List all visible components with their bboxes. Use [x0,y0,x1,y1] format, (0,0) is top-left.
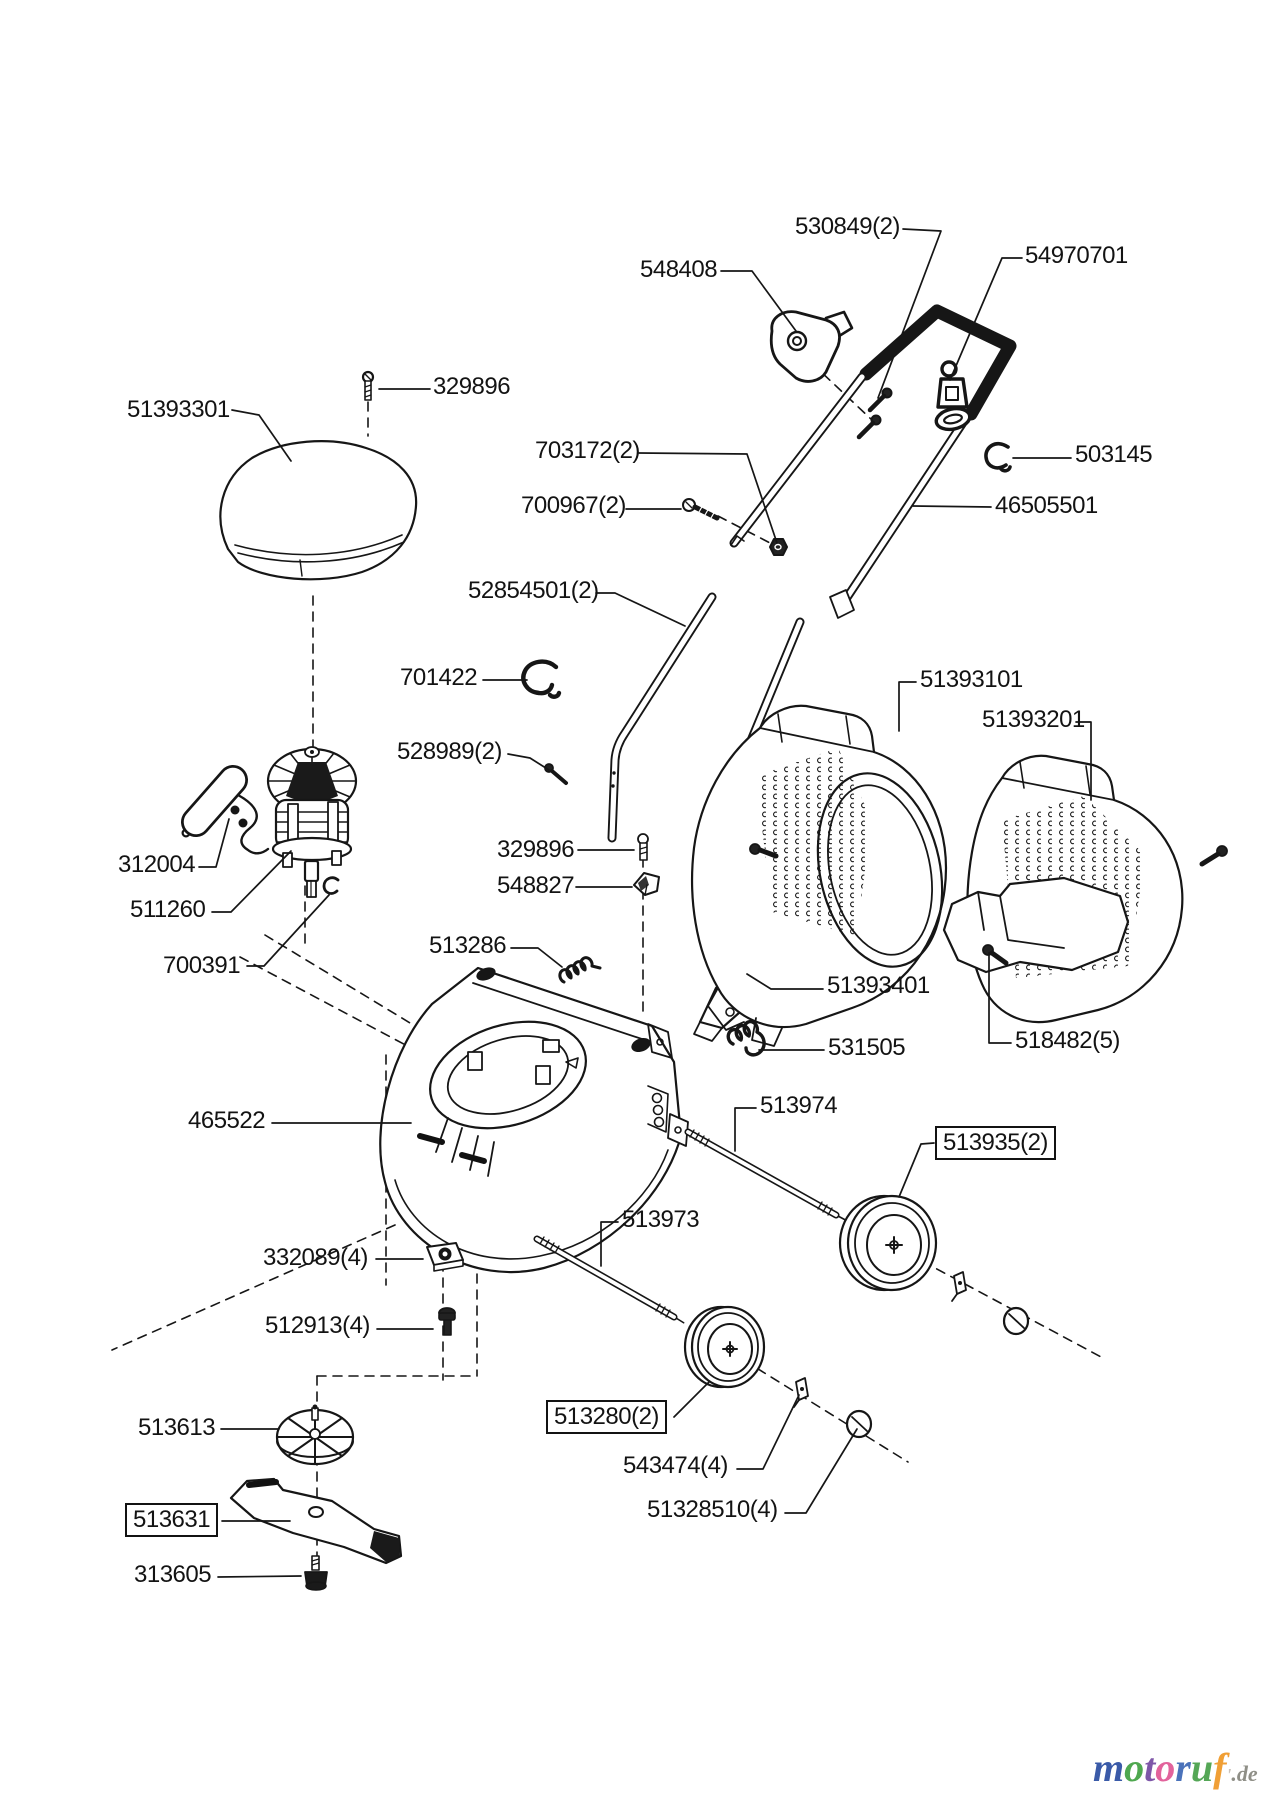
screw-700967-drawing [682,498,720,521]
watermark-letter: u [1190,1745,1214,1790]
part-label-512913: 512913(4) [265,1312,370,1339]
screw-329896-top-drawing [361,370,375,401]
part-label-528989: 528989(2) [397,738,502,765]
handle-clamp-drawing [769,310,854,383]
part-label-543474: 543474(4) [623,1452,728,1479]
part-label-548408: 548408 [640,256,718,283]
part-label-513935: 513935(2) [935,1126,1056,1160]
left-wheel-drawing [683,1305,766,1389]
motoruf-watermark: motoruf'.de [1093,1748,1258,1788]
clip-700391-drawing [322,876,340,895]
part-label-51393201: 51393201 [982,706,1085,733]
square-nut-drawing [426,1242,464,1272]
clip-701422-drawing [521,659,562,699]
part-label-531505: 531505 [828,1034,906,1061]
part-label-51393401: 51393401 [827,972,930,999]
part-label-54970701: 54970701 [1025,242,1128,269]
part-label-51328510: 51328510(4) [647,1496,778,1523]
motor-drawing [266,746,358,898]
screw-329896-mid-drawing [637,833,649,861]
axle-513973-drawing [533,1235,678,1321]
watermark-letter: o [1155,1745,1176,1790]
part-label-513631: 513631 [125,1503,219,1537]
part-label-329896-top: 329896 [433,373,511,400]
hub-caps-drawing [845,1306,1030,1439]
leader-lines [198,228,1092,1578]
upper-handle-drawing [729,304,1017,619]
c-clip-503145-drawing [984,441,1012,473]
part-label-51393301: 51393301 [127,396,230,423]
part-label-513280: 513280(2) [546,1400,667,1434]
part-label-51393101: 51393101 [920,666,1023,693]
part-label-503145: 503145 [1075,441,1153,468]
part-label-513974: 513974 [760,1092,838,1119]
nut-703172-drawing [769,538,788,556]
part-label-465522: 465522 [188,1107,266,1134]
part-label-700391: 700391 [163,952,241,979]
spring-513286-drawing [558,956,602,984]
watermark-letter: o [1124,1745,1145,1790]
watermark-letter: m [1093,1745,1125,1790]
part-label-46505501: 46505501 [995,492,1098,519]
part-label-701422: 701422 [400,664,478,691]
part-label-332089: 332089(4) [263,1244,368,1271]
watermark-letter: r [1175,1745,1191,1790]
part-label-312004: 312004 [118,851,196,878]
axle-clips-drawing [793,1271,967,1408]
part-label-513613: 513613 [138,1414,216,1441]
screws-518482-drawing [749,843,1228,966]
impeller-drawing [275,1404,355,1466]
clamp-548827-drawing [633,872,660,896]
part-label-700967: 700967(2) [521,492,626,519]
watermark-domain-suffix: .de [1231,1761,1258,1786]
watermark-letter: f [1213,1745,1227,1790]
part-label-329896-mid: 329896 [497,836,575,863]
part-label-513973: 513973 [622,1206,700,1233]
axle-513974-drawing [684,1128,840,1219]
screw-528989-drawing [544,763,568,785]
screws-530849-drawing [856,387,893,440]
capacitor-drawing [181,765,270,855]
part-label-703172: 703172(2) [535,437,640,464]
part-label-518482: 518482(5) [1015,1027,1120,1054]
part-label-313605: 313605 [134,1561,212,1588]
watermark-letter: t [1144,1745,1156,1790]
part-label-548827: 548827 [497,872,575,899]
blade-drawing [229,1477,403,1565]
motor-cover-drawing [219,440,418,581]
part-label-530849: 530849(2) [795,213,900,240]
left-housing-drawing [690,704,948,1047]
part-label-513286: 513286 [429,932,507,959]
cable-guide-drawing [934,360,972,432]
part-label-511260: 511260 [130,896,206,923]
bolt-313605-drawing [304,1555,328,1591]
part-label-52854501: 52854501(2) [468,577,599,604]
watermark-tick: ' [1226,1765,1232,1785]
right-wheel-drawing [838,1194,938,1292]
screw-512913-drawing [438,1307,456,1336]
